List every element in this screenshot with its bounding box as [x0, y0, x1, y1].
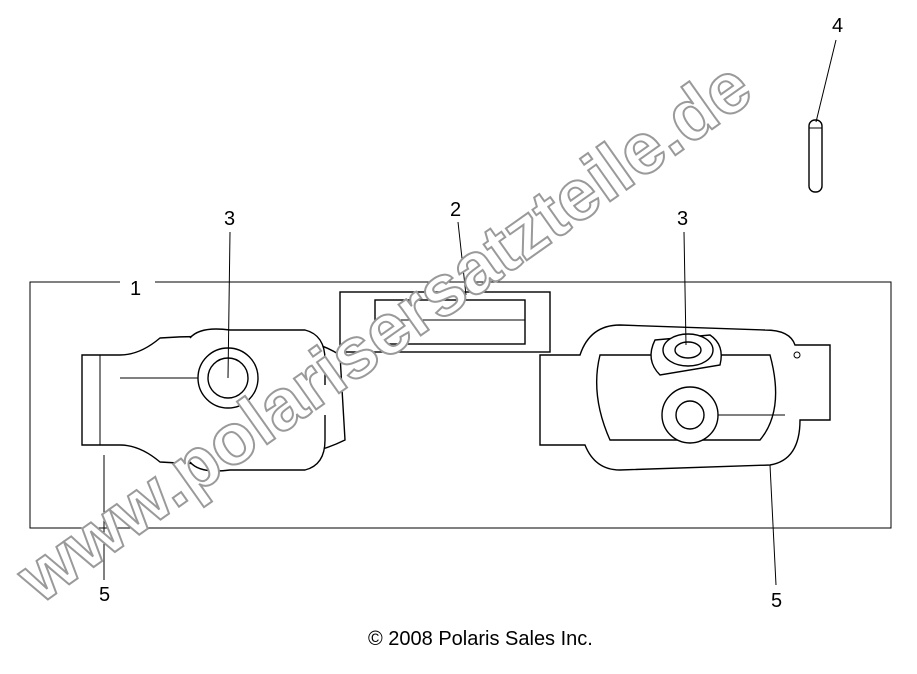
roll-pin	[808, 119, 823, 193]
drive-shaft	[339, 291, 551, 353]
callout-3-right: 3	[677, 208, 688, 230]
callout-1: 1	[130, 278, 141, 300]
leader-lines	[103, 39, 837, 586]
callout-2: 2	[450, 199, 461, 221]
callout-3-left: 3	[224, 208, 235, 230]
callout-5-left: 5	[99, 584, 110, 606]
left-u-joint	[81, 328, 346, 472]
callout-5-right: 5	[771, 590, 782, 612]
copyright-text: © 2008 Polaris Sales Inc.	[368, 628, 593, 650]
assembly-box	[29, 281, 892, 529]
callout-4: 4	[832, 15, 843, 37]
right-u-joint	[539, 324, 831, 471]
